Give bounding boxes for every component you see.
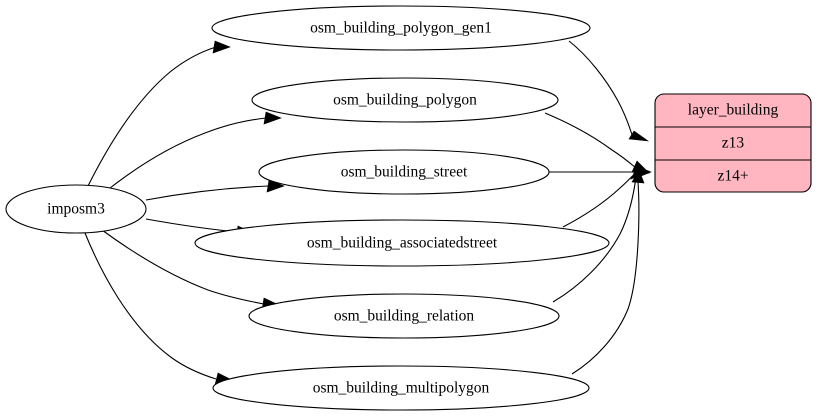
edge-osm_building_polygon_gen1-to-layer_building-z13 [568,40,650,142]
node-osm_building_associatedstreet[interactable]: osm_building_associatedstreet [194,219,610,267]
edge-imposm3-to-osm_building_polygon [104,111,282,193]
node-label-osm_building_street: osm_building_street [341,164,468,181]
node-label-osm_building_relation: osm_building_relation [334,308,475,325]
edge-group-tables-to-layer [544,40,652,375]
node-imposm3[interactable]: imposm3 [5,184,147,234]
arrowhead-icon [631,169,645,184]
node-osm_building_relation[interactable]: osm_building_relation [248,293,560,339]
node-label-imposm3: imposm3 [47,201,105,218]
edge-imposm3-to-osm_building_multipolygon [84,232,233,386]
node-label-osm_building_multipolygon: osm_building_multipolygon [313,380,490,397]
edge-imposm3-to-osm_building_street [145,179,285,201]
node-layer_building[interactable]: layer_building z13 z14+ [654,93,812,193]
edge-osm_building_polygon-to-layer_building-z14plus [544,112,650,174]
node-osm_building_multipolygon[interactable]: osm_building_multipolygon [212,365,590,411]
arrowhead-icon [628,130,650,142]
layer-building-zoom-13: z13 [722,135,745,152]
edge-osm_building_multipolygon-to-layer_building-z14plus [571,169,645,375]
layer-building-zoom-14-plus: z14+ [717,168,748,185]
arrowhead-icon [263,111,282,125]
layer-building-box [654,93,812,193]
edge-imposm3-to-osm_building_polygon_gen1 [87,40,231,187]
node-label-osm_building_polygon_gen1: osm_building_polygon_gen1 [310,20,492,37]
node-osm_building_street[interactable]: osm_building_street [258,149,550,195]
node-label-osm_building_polygon: osm_building_polygon [333,92,477,109]
node-osm_building_polygon[interactable]: osm_building_polygon [251,77,559,123]
node-osm_building_polygon_gen1[interactable]: osm_building_polygon_gen1 [211,5,591,51]
layer-building-name: layer_building [688,102,779,119]
arrowhead-icon [212,40,231,54]
node-label-osm_building_associatedstreet: osm_building_associatedstreet [307,235,498,252]
